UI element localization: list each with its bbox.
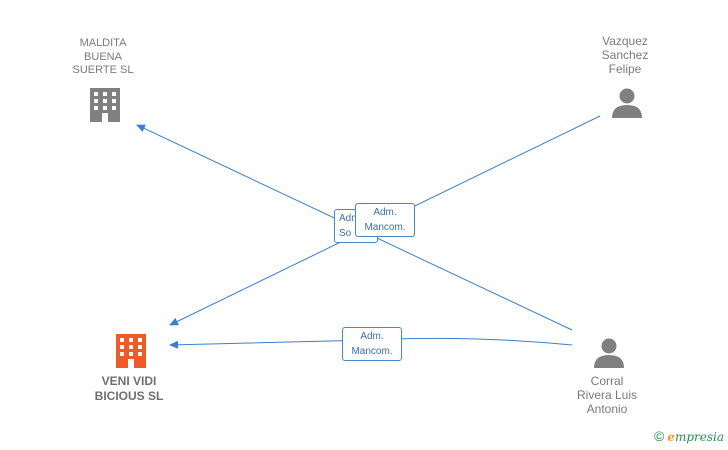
company-name-maldita: MALDITA BUENA SUERTE SL — [72, 37, 134, 76]
brand-logo: ©empresia — [654, 428, 724, 444]
person-name-vazquez: Vazquez Sanchez Felipe — [601, 34, 649, 76]
company-name-veni: VENI VIDI BICIOUS SL — [94, 374, 164, 403]
person-name-corral: Corral Rivera Luis Antonio — [576, 374, 638, 416]
building-icon — [116, 334, 146, 368]
copyright-icon: © — [653, 428, 665, 444]
brand-name: mpresia — [674, 430, 724, 444]
edge-label-bottom: Adm. Mancom. — [342, 327, 402, 361]
person-icon — [612, 88, 642, 118]
building-icon — [90, 88, 120, 122]
edge-label-front: Adm. Mancom. — [355, 203, 415, 237]
brand-initial: e — [667, 430, 675, 444]
person-icon — [594, 338, 624, 368]
